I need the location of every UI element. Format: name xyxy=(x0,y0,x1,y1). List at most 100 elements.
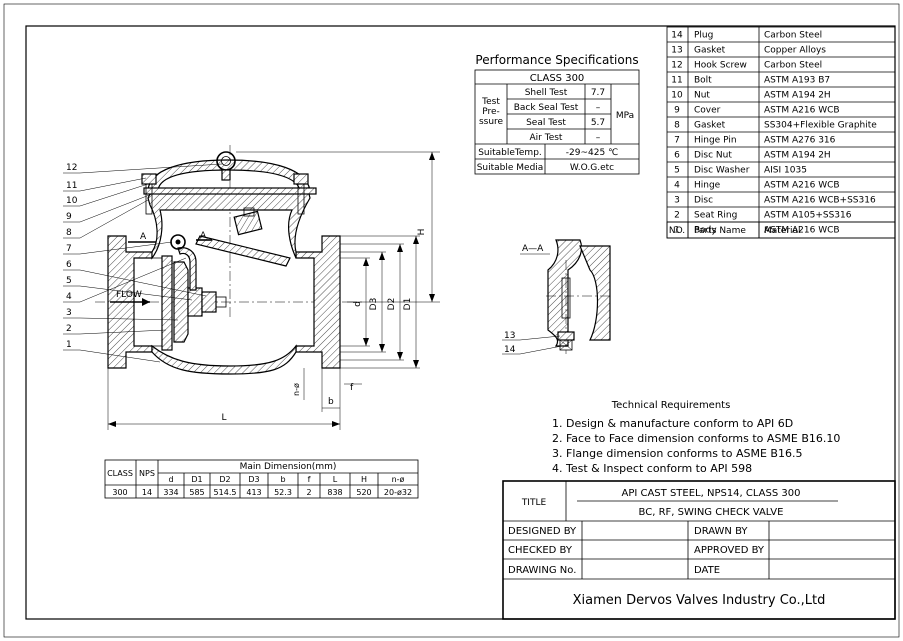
test-name: Seal Test xyxy=(526,118,566,128)
callout-13: 13 xyxy=(504,331,515,341)
hinge xyxy=(177,247,197,291)
dim-d: d xyxy=(353,301,363,307)
test-name: Shell Test xyxy=(525,88,568,98)
parts-material: ASTM A193 B7 xyxy=(764,76,830,86)
media-value: W.O.G.etc xyxy=(570,163,614,173)
callout-8: 8 xyxy=(66,228,72,238)
parts-name: Gasket xyxy=(694,121,726,131)
section-title: A—A xyxy=(522,244,544,254)
dim-col: d xyxy=(168,475,173,484)
parts-no: 8 xyxy=(674,121,680,131)
parts-name: Disc Washer xyxy=(694,166,750,176)
parts-name: Plug xyxy=(694,31,713,41)
parts-no: 7 xyxy=(674,136,680,146)
parts-name: Hook Screw xyxy=(694,61,747,71)
dim-value: 514.5 xyxy=(214,488,237,497)
parts-no: 14 xyxy=(671,31,683,41)
callout-4: 4 xyxy=(66,292,72,302)
dim-value: 52.3 xyxy=(274,488,292,497)
callout-10: 10 xyxy=(66,196,78,206)
parts-material: SS304+Flexible Graphite xyxy=(764,121,877,131)
designed-by: DESIGNED BY xyxy=(508,526,577,537)
dim-H: H xyxy=(417,229,427,236)
dim-value: 2 xyxy=(306,488,311,497)
parts-no: 9 xyxy=(674,106,680,116)
dim-col: H xyxy=(361,475,367,484)
parts-name: Disc Nut xyxy=(694,151,732,161)
section-mark-left: A xyxy=(140,232,147,242)
parts-name: Seat Ring xyxy=(694,211,737,221)
callout-7: 7 xyxy=(66,244,72,254)
dim-f: f xyxy=(350,383,354,393)
parts-no: 6 xyxy=(674,151,680,161)
test-pressure-label: Pre- xyxy=(482,107,500,117)
parts-no: 2 xyxy=(674,211,680,221)
parts-no: 13 xyxy=(671,46,682,56)
section-mark-right: A xyxy=(200,231,207,241)
checked-by: CHECKED BY xyxy=(508,545,573,556)
cover-gasket xyxy=(143,187,317,195)
test-value: – xyxy=(596,103,601,113)
callout-6: 6 xyxy=(66,260,72,270)
section-body xyxy=(547,239,583,347)
parts-material: ASTM A216 WCB xyxy=(764,181,840,191)
parts-no: 4 xyxy=(674,181,680,191)
title-block: TITLE API CAST STEEL, NPS14, CLASS 300 B… xyxy=(502,480,896,620)
parts-name: Body xyxy=(694,226,717,236)
dim-row-nps: 14 xyxy=(142,488,152,497)
seat-ring xyxy=(161,255,173,351)
callout-5: 5 xyxy=(66,276,72,286)
callout-14: 14 xyxy=(504,345,516,355)
main-dimension-table: CLASS NPS Main Dimension(mm) d D1 D2 D3 … xyxy=(104,459,419,499)
dim-col: D1 xyxy=(191,475,202,484)
inner-frame xyxy=(25,25,896,620)
parts-no: 12 xyxy=(671,61,682,71)
test-value: – xyxy=(596,133,601,143)
technical-requirements: Technical Requirements 1. Design & manuf… xyxy=(552,400,840,475)
parts-material: Copper Alloys xyxy=(764,46,826,56)
performance-specifications: Performance Specifications CLASS 300 Tes… xyxy=(474,53,640,175)
test-name: Air Test xyxy=(530,133,563,143)
test-pressure-label: ssure xyxy=(479,117,504,127)
parts-no: 3 xyxy=(674,196,680,206)
parts-name: Disc xyxy=(694,196,713,206)
drawn-by: DRAWN BY xyxy=(694,526,748,537)
parts-material: ASTM A216 WCB+SS316 xyxy=(764,196,876,206)
section-gasket xyxy=(557,331,575,341)
parts-name: Hinge Pin xyxy=(694,136,737,146)
parts-name: Gasket xyxy=(694,46,726,56)
dim-D2: D2 xyxy=(387,298,397,311)
parts-no: 1 xyxy=(674,226,680,236)
dim-col: b xyxy=(280,475,285,484)
tech-req-item: 2. Face to Face dimension conforms to AS… xyxy=(552,432,840,445)
parts-name: Bolt xyxy=(694,76,712,86)
disc xyxy=(173,261,189,343)
disc-nut xyxy=(201,291,217,313)
dim-table-class-label: CLASS xyxy=(107,469,133,478)
parts-material: ASTM A194 2H xyxy=(764,91,831,101)
dim-value: 520 xyxy=(356,488,371,497)
disc-open-position xyxy=(195,235,291,267)
parts-material: ASTM A276 316 xyxy=(764,136,836,146)
parts-material: ASTM A216 WCB xyxy=(764,106,840,116)
parts-header-no: NO. xyxy=(669,226,685,236)
tech-req-item: 4. Test & Inspect conform to API 598 xyxy=(552,462,752,475)
dim-col: n-ø xyxy=(392,475,405,484)
dim-col: L xyxy=(333,475,338,484)
parts-list-header: NO. Parts Name Material xyxy=(666,221,896,239)
drawing-no: DRAWING No. xyxy=(508,565,576,576)
title-line2: BC, RF, SWING CHECK VALVE xyxy=(639,507,784,518)
parts-header-name: Parts Name xyxy=(694,226,746,236)
dim-col: D3 xyxy=(248,475,259,484)
dim-row-class: 300 xyxy=(112,488,127,497)
dim-value: 413 xyxy=(246,488,261,497)
approved-by: APPROVED BY xyxy=(694,545,765,556)
callout-11: 11 xyxy=(66,181,77,191)
dim-value: 585 xyxy=(189,488,204,497)
disc-washer xyxy=(187,287,203,317)
cover-nut-right xyxy=(293,173,309,185)
dim-table-group-label: Main Dimension(mm) xyxy=(240,462,337,472)
test-value: 7.7 xyxy=(591,88,605,98)
parts-list-table: 14 Plug Carbon Steel 13 Gasket Copper Al… xyxy=(666,26,896,239)
parts-name: Nut xyxy=(694,91,710,101)
